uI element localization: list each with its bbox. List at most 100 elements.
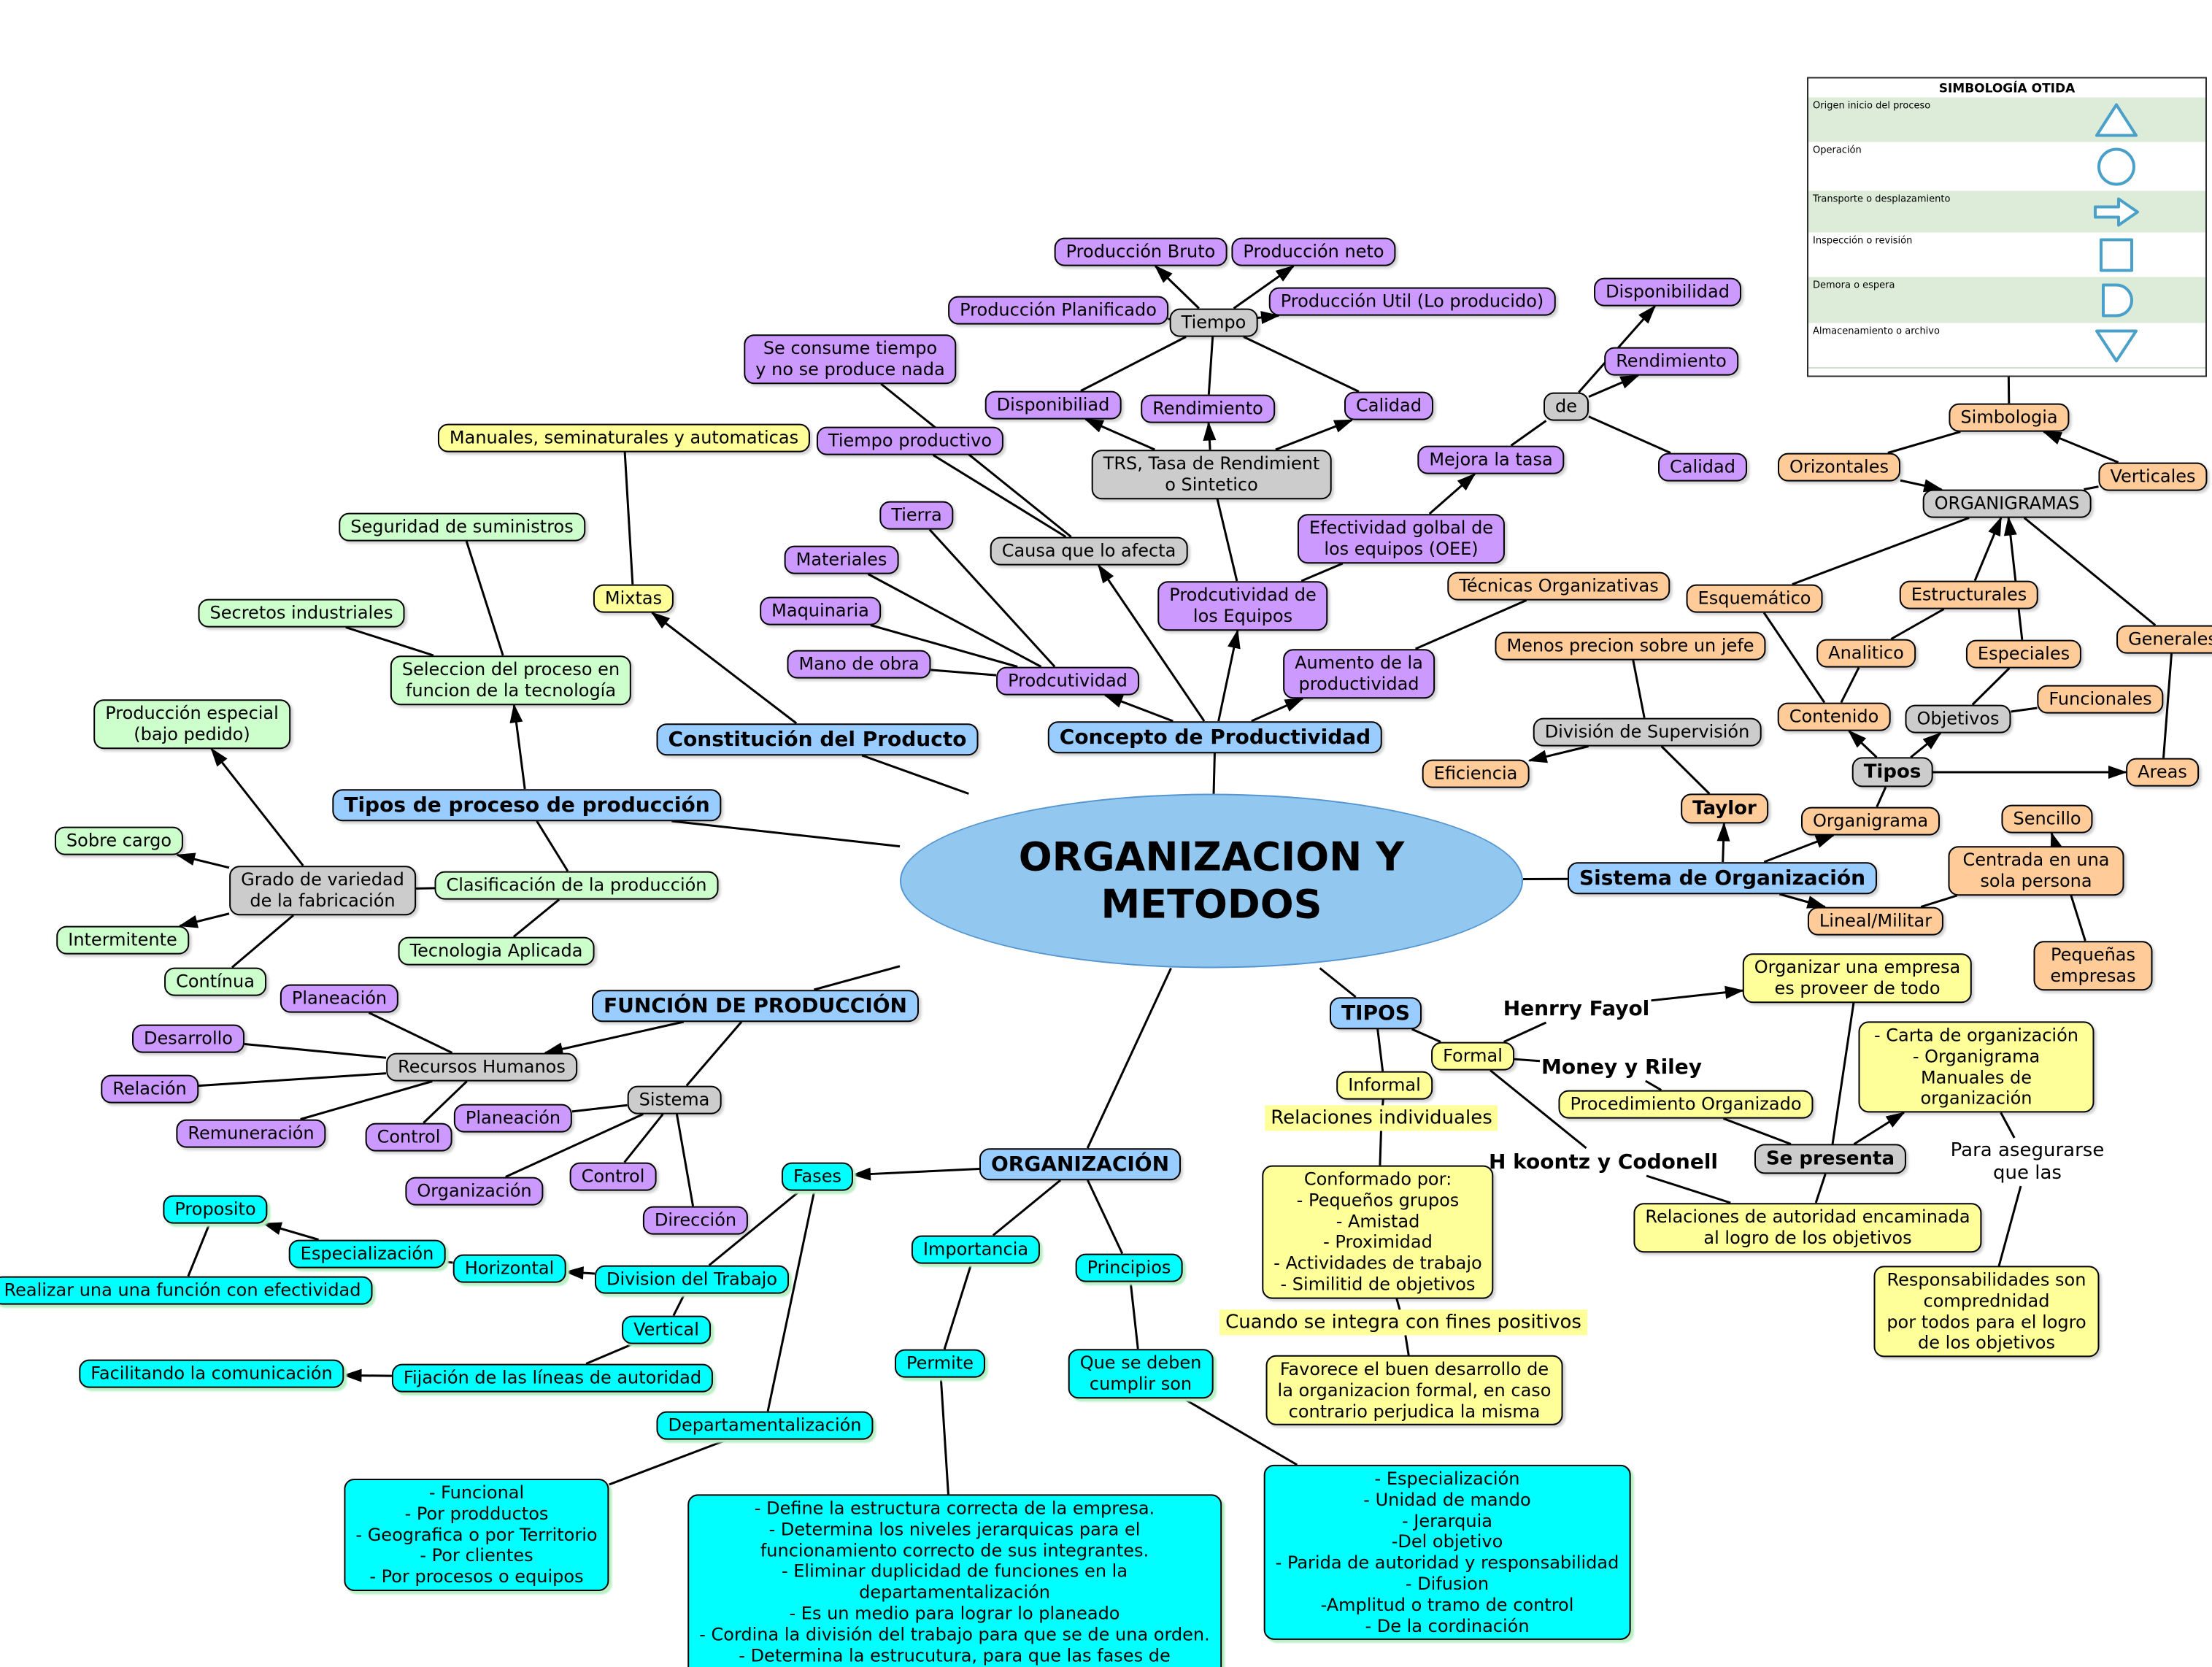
concept-node-tiempo-productivo[interactable]: Tiempo productivo [816, 426, 1004, 455]
concept-node-money[interactable]: Money y Riley [1541, 1055, 1703, 1079]
concept-node-control2[interactable]: Control [569, 1162, 657, 1191]
concept-node-central[interactable]: ORGANIZACION Y METODOS [900, 793, 1523, 969]
concept-node-lineal[interactable]: Lineal/Militar [1807, 906, 1944, 936]
concept-node-disponibiliad-c[interactable]: Disponibiliad [984, 390, 1122, 420]
concept-node-grado[interactable]: Grado de variedad de la fabricación [229, 866, 416, 915]
concept-node-desarrollo[interactable]: Desarrollo [132, 1024, 244, 1053]
concept-node-constitucion[interactable]: Constitución del Producto [656, 723, 979, 755]
concept-node-fijacion[interactable]: Fijación de las líneas de autoridad [391, 1363, 714, 1393]
concept-node-tipos-b[interactable]: TIPOS [1329, 997, 1422, 1029]
concept-node-realizar[interactable]: Realizar una una función con efectividad [0, 1276, 373, 1305]
concept-node-maquinaria[interactable]: Maquinaria [760, 596, 881, 625]
concept-node-informal[interactable]: Informal [1336, 1071, 1433, 1100]
concept-node-contenido[interactable]: Contenido [1777, 702, 1891, 731]
concept-node-tipos-r[interactable]: Tipos [1851, 757, 1933, 788]
concept-node-relacion[interactable]: Relación [101, 1074, 199, 1104]
concept-node-materiales[interactable]: Materiales [784, 545, 899, 574]
concept-node-principios-box[interactable]: - Especialización - Unidad de mando - Je… [1263, 1464, 1631, 1641]
concept-node-analitico[interactable]: Analitico [1816, 639, 1916, 668]
concept-node-tierra[interactable]: Tierra [879, 501, 954, 530]
concept-node-taylor[interactable]: Taylor [1681, 793, 1768, 824]
concept-node-orizontales[interactable]: Orizontales [1778, 453, 1900, 482]
concept-node-eficiencia[interactable]: Eficiencia [1422, 759, 1530, 788]
concept-node-prod-especial[interactable]: Producción especial (bajo pedido) [93, 699, 290, 749]
concept-node-tecnicas[interactable]: Técnicas Organizativas [1447, 571, 1670, 601]
concept-node-conformado[interactable]: Conformado por: - Pequeños grupos - Amis… [1262, 1165, 1494, 1299]
concept-node-aumento[interactable]: Aumento de la productividad [1283, 649, 1435, 698]
concept-node-objetivos[interactable]: Objetivos [1905, 704, 2011, 734]
concept-node-mejora-tasa[interactable]: Mejora la tasa [1417, 445, 1565, 474]
concept-node-planeacion2[interactable]: Planeación [453, 1104, 573, 1133]
concept-node-prod-equipos[interactable]: Prodcutividad de los Equipos [1157, 581, 1328, 631]
concept-node-organigrama[interactable]: Organigrama [1800, 806, 1941, 836]
concept-node-funcionales[interactable]: Funcionales [2037, 685, 2164, 714]
concept-node-principios[interactable]: Principios [1075, 1253, 1183, 1282]
concept-node-pequenas[interactable]: Pequeñas empresas [2033, 941, 2153, 990]
concept-node-favorece[interactable]: Favorece el buen desarrollo de la organi… [1265, 1355, 1563, 1426]
concept-node-se-presenta[interactable]: Se presenta [1754, 1144, 1907, 1174]
concept-node-organizar[interactable]: Organizar una empresa es proveer de todo [1742, 953, 1973, 1003]
concept-node-tecnologia[interactable]: Tecnologia Aplicada [398, 936, 595, 966]
concept-node-proposito[interactable]: Proposito [163, 1195, 268, 1224]
concept-node-se-consume[interactable]: Se consume tiempo y no se produce nada [744, 334, 957, 384]
concept-node-henrry[interactable]: Henrry Fayol [1503, 996, 1650, 1021]
concept-node-disponibilidad-r[interactable]: Disponibilidad [1594, 277, 1741, 307]
concept-node-define-box[interactable]: - Define la estructura correcta de la em… [687, 1494, 1222, 1667]
concept-node-horizontal[interactable]: Horizontal [452, 1254, 566, 1283]
concept-node-sistema-org[interactable]: Sistema de Organización [1567, 862, 1878, 894]
concept-node-carta[interactable]: - Carta de organización - Organigrama Ma… [1858, 1021, 2095, 1113]
concept-node-cuando[interactable]: Cuando se integra con fines positivos [1219, 1309, 1587, 1336]
concept-node-rendimiento-c[interactable]: Rendimiento [1141, 394, 1275, 423]
concept-node-calidad-c[interactable]: Calidad [1344, 391, 1433, 420]
concept-node-calidad-r[interactable]: Calidad [1658, 453, 1747, 482]
concept-node-prod-neto[interactable]: Producción neto [1231, 237, 1396, 266]
concept-node-secretos[interactable]: Secretos industriales [198, 598, 405, 628]
concept-node-estructurales[interactable]: Estructurales [1899, 580, 2039, 609]
concept-node-tiempo[interactable]: Tiempo [1169, 308, 1258, 337]
concept-node-continua[interactable]: Contínua [164, 967, 266, 996]
concept-node-especializacion[interactable]: Especialización [288, 1239, 446, 1268]
concept-node-departamentalizacion[interactable]: Departamentalización [656, 1411, 874, 1440]
concept-node-prod-bruto[interactable]: Producción Bruto [1054, 237, 1228, 266]
concept-node-tipos-proceso[interactable]: Tipos de proceso de producción [332, 789, 722, 821]
concept-node-prod-planificado[interactable]: Producción Planificado [948, 296, 1168, 325]
concept-node-division-superv[interactable]: División de Supervisión [1533, 717, 1762, 747]
concept-node-funcion-prod[interactable]: FUNCIÓN DE PRODUCCIÓN [592, 990, 919, 1022]
concept-node-menos-precion[interactable]: Menos precion sobre un jefe [1495, 631, 1766, 661]
concept-node-division-trabajo[interactable]: Division del Trabajo [594, 1265, 790, 1294]
concept-node-causa[interactable]: Causa que lo afecta [990, 536, 1188, 566]
concept-node-especiales[interactable]: Especiales [1965, 639, 2082, 669]
concept-node-facilitando[interactable]: Facilitando la comunicación [79, 1359, 344, 1388]
concept-node-organigramas[interactable]: ORGANIGRAMAS [1922, 489, 2092, 518]
concept-node-manuales[interactable]: Manuales, seminaturales y automaticas [437, 423, 811, 453]
concept-node-sistema[interactable]: Sistema [627, 1085, 722, 1114]
concept-node-que-se-deben[interactable]: Que se deben cumplir son [1068, 1349, 1214, 1398]
concept-node-para-asegurarse[interactable]: Para asegurarse que las [1950, 1139, 2105, 1184]
concept-node-centrada[interactable]: Centrada en una sola persona [1948, 846, 2124, 896]
concept-node-permite[interactable]: Permite [894, 1349, 986, 1378]
concept-node-fases[interactable]: Fases [781, 1162, 854, 1191]
concept-node-mixtas[interactable]: Mixtas [593, 584, 674, 613]
concept-node-de[interactable]: de [1544, 392, 1589, 421]
concept-node-seguridad[interactable]: Seguridad de suministros [339, 512, 585, 542]
concept-node-esquematico[interactable]: Esquemático [1686, 584, 1823, 613]
concept-node-generales[interactable]: Generales [2116, 625, 2212, 654]
concept-node-organizacion-b[interactable]: ORGANIZACIÓN [979, 1148, 1182, 1180]
concept-node-planeacion1[interactable]: Planeación [280, 984, 399, 1013]
concept-node-verticales[interactable]: Verticales [2098, 462, 2208, 491]
concept-node-vertical[interactable]: Vertical [622, 1315, 711, 1344]
concept-node-control1[interactable]: Control [365, 1123, 452, 1152]
concept-node-procedimiento[interactable]: Procedimiento Organizado [1558, 1090, 1814, 1119]
concept-node-funcional-box[interactable]: - Funcional - Por prodductos - Geografic… [344, 1479, 609, 1591]
concept-node-concepto[interactable]: Concepto de Productividad [1047, 721, 1383, 753]
concept-node-rendimiento-r[interactable]: Rendimiento [1604, 347, 1738, 376]
concept-node-mano-obra[interactable]: Mano de obra [787, 650, 931, 679]
concept-node-areas[interactable]: Areas [2126, 758, 2199, 787]
concept-node-hkoontz[interactable]: H koontz y Codonell [1488, 1150, 1719, 1174]
concept-node-prod-util[interactable]: Producción Util (Lo producido) [1268, 287, 1556, 316]
concept-node-organizacion2[interactable]: Organización [405, 1177, 544, 1206]
concept-node-sobre-cargo[interactable]: Sobre cargo [54, 826, 184, 855]
concept-node-clasificacion[interactable]: Clasificación de la producción [434, 871, 719, 900]
concept-node-direccion[interactable]: Dirección [642, 1206, 749, 1235]
concept-node-rel-autoridad[interactable]: Relaciones de autoridad encaminada al lo… [1633, 1203, 1982, 1252]
